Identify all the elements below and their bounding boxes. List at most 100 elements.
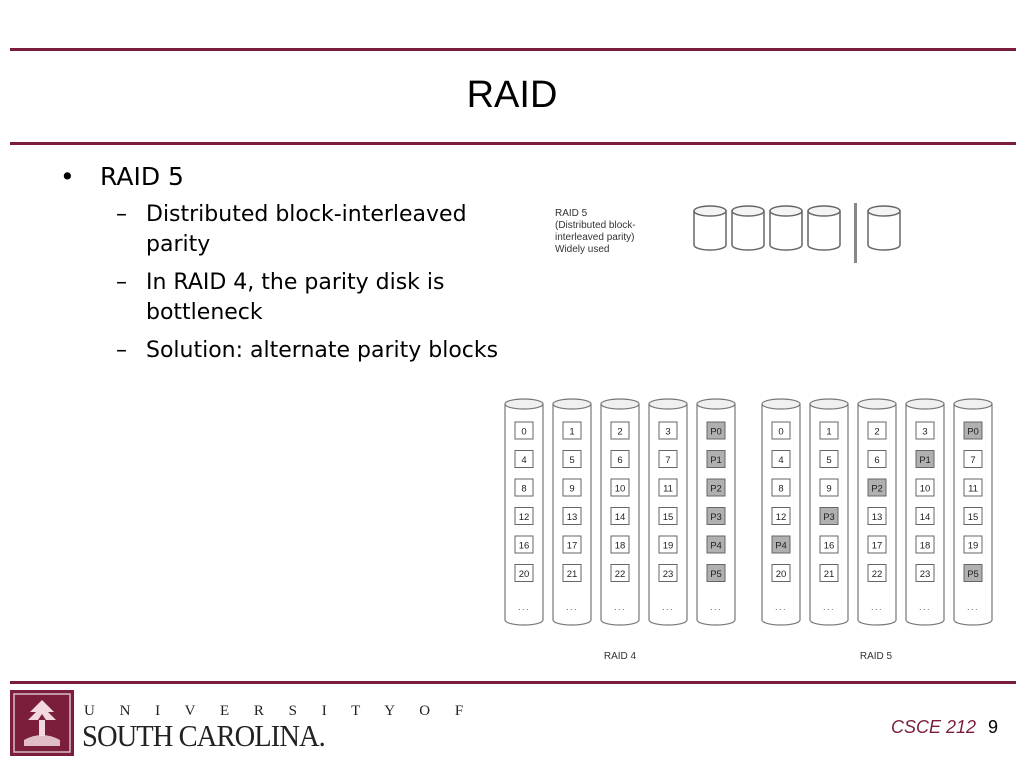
page-number: 9 — [987, 717, 998, 737]
parity-block — [706, 478, 726, 497]
data-block — [867, 421, 887, 440]
data-block — [915, 535, 935, 554]
caption-line: RAID 5 — [555, 208, 588, 219]
disk-icon — [731, 205, 765, 251]
raid5-group: 04812P420...159P31621...26P2131722...3P1… — [761, 398, 993, 626]
dash-3: – — [116, 338, 127, 363]
data-block — [562, 421, 582, 440]
data-block — [562, 507, 582, 525]
caption-line: Widely used — [555, 244, 610, 255]
data-block — [514, 450, 534, 468]
block-label: 17 — [567, 541, 578, 552]
block-label: P5 — [710, 569, 722, 580]
dash-1: – — [116, 202, 127, 227]
ellipsis-label: ... — [614, 602, 626, 612]
block-label: 15 — [968, 512, 979, 523]
block-label: 3 — [922, 427, 927, 438]
ellipsis-label: ... — [662, 602, 674, 612]
footer-rule — [10, 681, 1016, 684]
block-label: P0 — [710, 427, 722, 438]
block-label: 14 — [920, 512, 931, 523]
block-label: 4 — [778, 455, 783, 466]
data-block — [658, 507, 678, 525]
parity-block — [915, 450, 935, 468]
block-label: 8 — [778, 484, 783, 495]
block-label: 2 — [874, 427, 879, 438]
parity-block — [963, 421, 983, 440]
data-block — [819, 478, 839, 497]
block-label: 6 — [617, 455, 622, 466]
block-label: 23 — [920, 569, 931, 580]
disk-icon — [807, 205, 841, 251]
block-label: 11 — [663, 484, 673, 495]
subbullet-1: Distributed block-interleaved parity — [146, 202, 467, 257]
block-label: 22 — [872, 569, 883, 580]
block-label: 7 — [970, 455, 975, 466]
parity-block — [706, 507, 726, 525]
ellipsis-label: ... — [871, 602, 883, 612]
data-block — [819, 535, 839, 554]
block-label: 15 — [663, 512, 674, 523]
data-block — [658, 450, 678, 468]
block-label: 21 — [567, 569, 578, 580]
block-label: 1 — [569, 427, 574, 438]
bullet-raid5: RAID 5 — [100, 162, 184, 191]
raid5-figure-caption: RAID 5 (Distributed block- interleaved p… — [555, 208, 636, 256]
data-block — [819, 450, 839, 468]
data-block — [610, 564, 630, 582]
block-label: 0 — [521, 427, 526, 438]
dash-2: – — [116, 270, 127, 295]
block-label: 12 — [776, 512, 787, 523]
block-label: 16 — [519, 541, 530, 552]
block-label: 23 — [663, 569, 674, 580]
data-block — [658, 564, 678, 582]
block-label: P0 — [967, 427, 979, 438]
data-block — [915, 507, 935, 525]
parity-block — [706, 421, 726, 440]
slide-title: RAID — [466, 74, 558, 116]
block-label: 18 — [920, 541, 931, 552]
parity-block — [706, 535, 726, 554]
data-block — [915, 564, 935, 582]
block-label: 10 — [615, 484, 626, 495]
data-block — [610, 535, 630, 554]
ellipsis-label: ... — [919, 602, 931, 612]
data-block — [562, 478, 582, 497]
disk-column: 3P110141823... — [905, 398, 945, 626]
block-label: 7 — [665, 455, 670, 466]
parity-block — [706, 450, 726, 468]
block-label: 22 — [615, 569, 626, 580]
data-block — [963, 450, 983, 468]
data-block — [771, 450, 791, 468]
block-label: 13 — [567, 512, 578, 523]
data-block — [658, 535, 678, 554]
block-label: 19 — [663, 541, 674, 552]
data-block — [610, 478, 630, 497]
block-label: 1 — [826, 427, 831, 438]
block-label: P4 — [710, 541, 722, 552]
block-label: 9 — [569, 484, 574, 495]
data-block — [915, 421, 935, 440]
university-seal-logo — [10, 690, 74, 756]
block-label: 18 — [615, 541, 626, 552]
block-label: 20 — [776, 569, 787, 580]
block-label: 17 — [872, 541, 883, 552]
disk-icon — [867, 205, 901, 251]
subbullet-3: Solution: alternate parity blocks — [146, 338, 499, 363]
disk-column: 04812P420... — [761, 398, 801, 626]
block-label: 8 — [521, 484, 526, 495]
raid5-disk-bank — [693, 203, 901, 263]
university-name-top: U N I V E R S I T Y O F — [84, 703, 474, 719]
data-block — [771, 564, 791, 582]
block-label: P3 — [710, 512, 722, 523]
bullet-point: • — [60, 162, 75, 191]
block-label: P5 — [967, 569, 979, 580]
raid4-raid5-layout-figure: 048121620...159131721...2610141822...371… — [504, 398, 993, 662]
ellipsis-label: ... — [823, 602, 835, 612]
block-label: 6 — [874, 455, 879, 466]
data-block — [867, 564, 887, 582]
ellipsis-label: ... — [518, 602, 530, 612]
block-label: P2 — [871, 484, 883, 495]
block-label: 13 — [872, 512, 883, 523]
data-block — [963, 478, 983, 497]
